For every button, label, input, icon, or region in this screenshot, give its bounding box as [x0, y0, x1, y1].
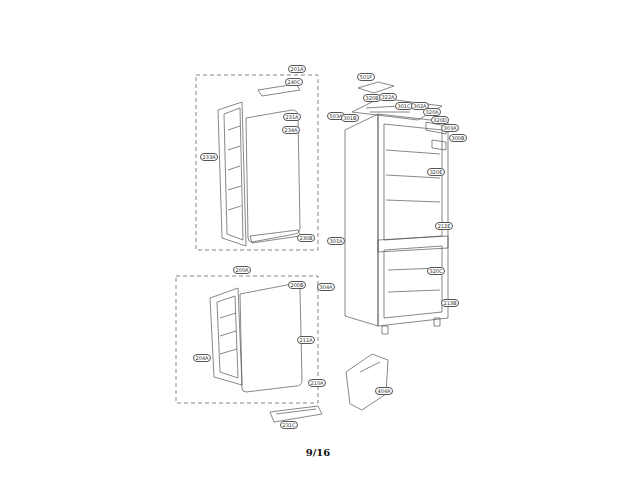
callout-number: 230B	[297, 234, 315, 242]
door-panel	[246, 110, 300, 242]
callout-number: 201A	[288, 65, 306, 73]
callout-number: 200A	[233, 266, 251, 274]
door-liner	[224, 108, 243, 240]
callout-number: 213B	[441, 299, 459, 307]
door-hinge-cap	[250, 230, 300, 243]
door-group-frame	[196, 75, 318, 250]
callout-number: 212E	[435, 222, 453, 230]
callout-number: 231C	[280, 421, 298, 429]
callout-number: 204A	[193, 354, 211, 362]
rear-cover	[346, 354, 388, 410]
callout-number: 301A	[327, 237, 345, 245]
door-panel	[240, 284, 302, 392]
control-unit	[358, 82, 394, 93]
callout-number: 320A	[423, 108, 441, 116]
divider	[378, 236, 448, 252]
callout-number: 200B	[288, 281, 306, 289]
callout-number: 404A	[375, 387, 393, 395]
door-group-frame	[176, 276, 318, 403]
callout-number: 240C	[285, 78, 303, 86]
cabinet-front	[378, 114, 448, 326]
page-number: 9/16	[306, 447, 331, 458]
callout-number: 300B	[449, 134, 467, 142]
callout-number: 320D	[431, 116, 449, 124]
door-gasket	[218, 102, 246, 246]
door-gasket	[210, 288, 242, 385]
callout-number: 320E	[427, 168, 445, 176]
callout-number: 233A	[200, 153, 218, 161]
callout-number: 303A	[441, 124, 459, 132]
callout-number: 322A	[379, 93, 397, 101]
cabinet-interior	[384, 124, 442, 318]
callout-number: 234A	[282, 126, 300, 134]
callout-number: 320C	[427, 267, 445, 275]
callout-number: 210A	[308, 379, 326, 387]
callout-number: 211A	[297, 336, 315, 344]
leg	[382, 318, 440, 334]
callout-number: 301B	[341, 114, 359, 122]
cabinet-side	[345, 114, 378, 326]
door-liner	[217, 296, 238, 378]
door-handle	[270, 406, 322, 422]
callout-number: 231A	[283, 113, 301, 121]
callout-number: 304A	[317, 283, 335, 291]
callout-number: 501F	[357, 73, 374, 81]
